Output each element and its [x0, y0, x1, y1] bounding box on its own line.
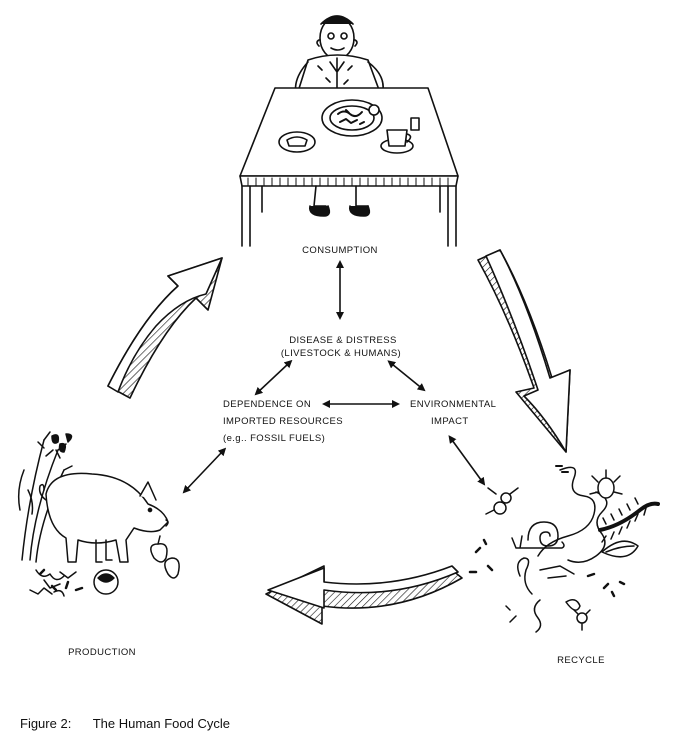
label-disease-line1: DISEASE & DISTRESS	[289, 335, 397, 346]
label-environmental-line1: ENVIRONMENTAL	[410, 399, 496, 410]
figure-title: The Human Food Cycle	[92, 716, 230, 731]
label-dependence-line1: DEPENDENCE ON	[223, 399, 311, 410]
figure-caption: Figure 2: The Human Food Cycle	[20, 716, 230, 731]
label-dependence-line2: IMPORTED RESOURCES	[223, 416, 343, 427]
arrow-disease-dependence	[254, 359, 293, 396]
label-production: PRODUCTION	[68, 647, 136, 658]
label-dependence-line3: (e.g.. FOSSIL FUELS)	[223, 433, 325, 444]
cycle-arrow-production-to-consumption	[107, 257, 223, 399]
label-disease-line2: (LIVESTOCK & HUMANS)	[281, 348, 401, 359]
label-consumption: CONSUMPTION	[302, 245, 378, 256]
soil-organisms-illustration	[468, 465, 660, 633]
arrow-environmental-recycle	[448, 435, 486, 486]
arrow-dependence-production	[182, 447, 227, 494]
cycle-arrow-consumption-to-recycle	[477, 249, 571, 453]
label-environmental-line2: IMPACT	[431, 416, 469, 427]
link-arrows	[182, 260, 486, 494]
arrow-disease-environmental	[387, 360, 426, 392]
figure-number: Figure 2:	[20, 716, 72, 731]
label-recycle: RECYCLE	[557, 655, 605, 666]
cycle-arrow-recycle-to-production	[265, 565, 463, 625]
pig-and-wheat-illustration	[17, 431, 180, 597]
person-at-table-illustration	[239, 15, 459, 247]
